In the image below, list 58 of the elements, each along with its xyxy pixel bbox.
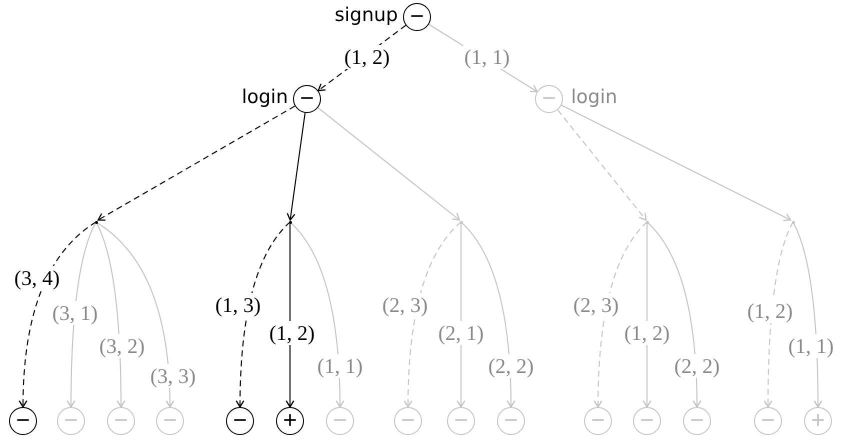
edge-label: (3, 3) bbox=[149, 364, 197, 388]
branch-point bbox=[288, 220, 292, 224]
state-circle: − bbox=[394, 407, 422, 435]
edge-label: (3, 1) bbox=[51, 301, 99, 325]
state-circle: − bbox=[447, 407, 475, 435]
arrow bbox=[236, 222, 290, 408]
branch-point bbox=[646, 220, 648, 224]
edge-label: (1, 2) bbox=[268, 321, 316, 345]
node-label: signup bbox=[334, 3, 398, 27]
state-circle: − bbox=[403, 3, 431, 31]
state-circle: − bbox=[633, 407, 661, 435]
edge-label: (1, 2) bbox=[623, 321, 671, 345]
state-circle: − bbox=[226, 407, 254, 435]
state-circle: + bbox=[804, 407, 832, 435]
arrow bbox=[557, 110, 647, 221]
arrow bbox=[290, 222, 344, 408]
arrow bbox=[318, 107, 460, 221]
arrow bbox=[96, 222, 174, 408]
node-label: login bbox=[571, 85, 618, 109]
edge-label: (1, 1) bbox=[463, 45, 511, 69]
edge-label: (1, 2) bbox=[343, 45, 391, 69]
edge-label: (2, 3) bbox=[572, 293, 620, 317]
state-circle: − bbox=[107, 407, 135, 435]
edge-label: (1, 1) bbox=[316, 354, 364, 378]
arrow bbox=[594, 222, 648, 408]
edge-label: (2, 2) bbox=[487, 354, 535, 378]
state-circle: − bbox=[535, 85, 563, 113]
state-circle: − bbox=[293, 85, 321, 113]
state-circle: − bbox=[497, 407, 525, 435]
arrow bbox=[66, 222, 96, 408]
arrow bbox=[646, 222, 702, 408]
arrow bbox=[97, 106, 296, 221]
state-circle: − bbox=[326, 407, 354, 435]
arrow bbox=[18, 222, 96, 408]
state-circle: − bbox=[754, 407, 782, 435]
edge-label: (3, 2) bbox=[98, 334, 146, 358]
state-circle: − bbox=[57, 407, 85, 435]
branch-point bbox=[94, 220, 98, 224]
edge-label: (2, 2) bbox=[673, 354, 721, 378]
arrow bbox=[764, 222, 794, 408]
branch-point bbox=[460, 220, 462, 224]
edge-label: (1, 3) bbox=[214, 293, 262, 317]
state-circle: − bbox=[683, 407, 711, 435]
node-label: login bbox=[242, 85, 288, 109]
edge-label: (3, 4) bbox=[13, 266, 61, 290]
edge-label: (1, 2) bbox=[746, 299, 794, 323]
arrow bbox=[561, 104, 792, 222]
state-circle: − bbox=[584, 407, 612, 435]
state-circle: − bbox=[9, 407, 37, 435]
branch-point bbox=[792, 220, 794, 224]
arrow bbox=[404, 222, 462, 408]
edge-label: (2, 3) bbox=[381, 293, 429, 317]
edge-label: (1, 1) bbox=[787, 334, 835, 358]
arrow bbox=[460, 222, 516, 408]
edge-label: (2, 1) bbox=[437, 321, 485, 345]
state-circle: + bbox=[276, 407, 304, 435]
state-circle: − bbox=[156, 407, 184, 435]
arrow bbox=[286, 112, 306, 221]
